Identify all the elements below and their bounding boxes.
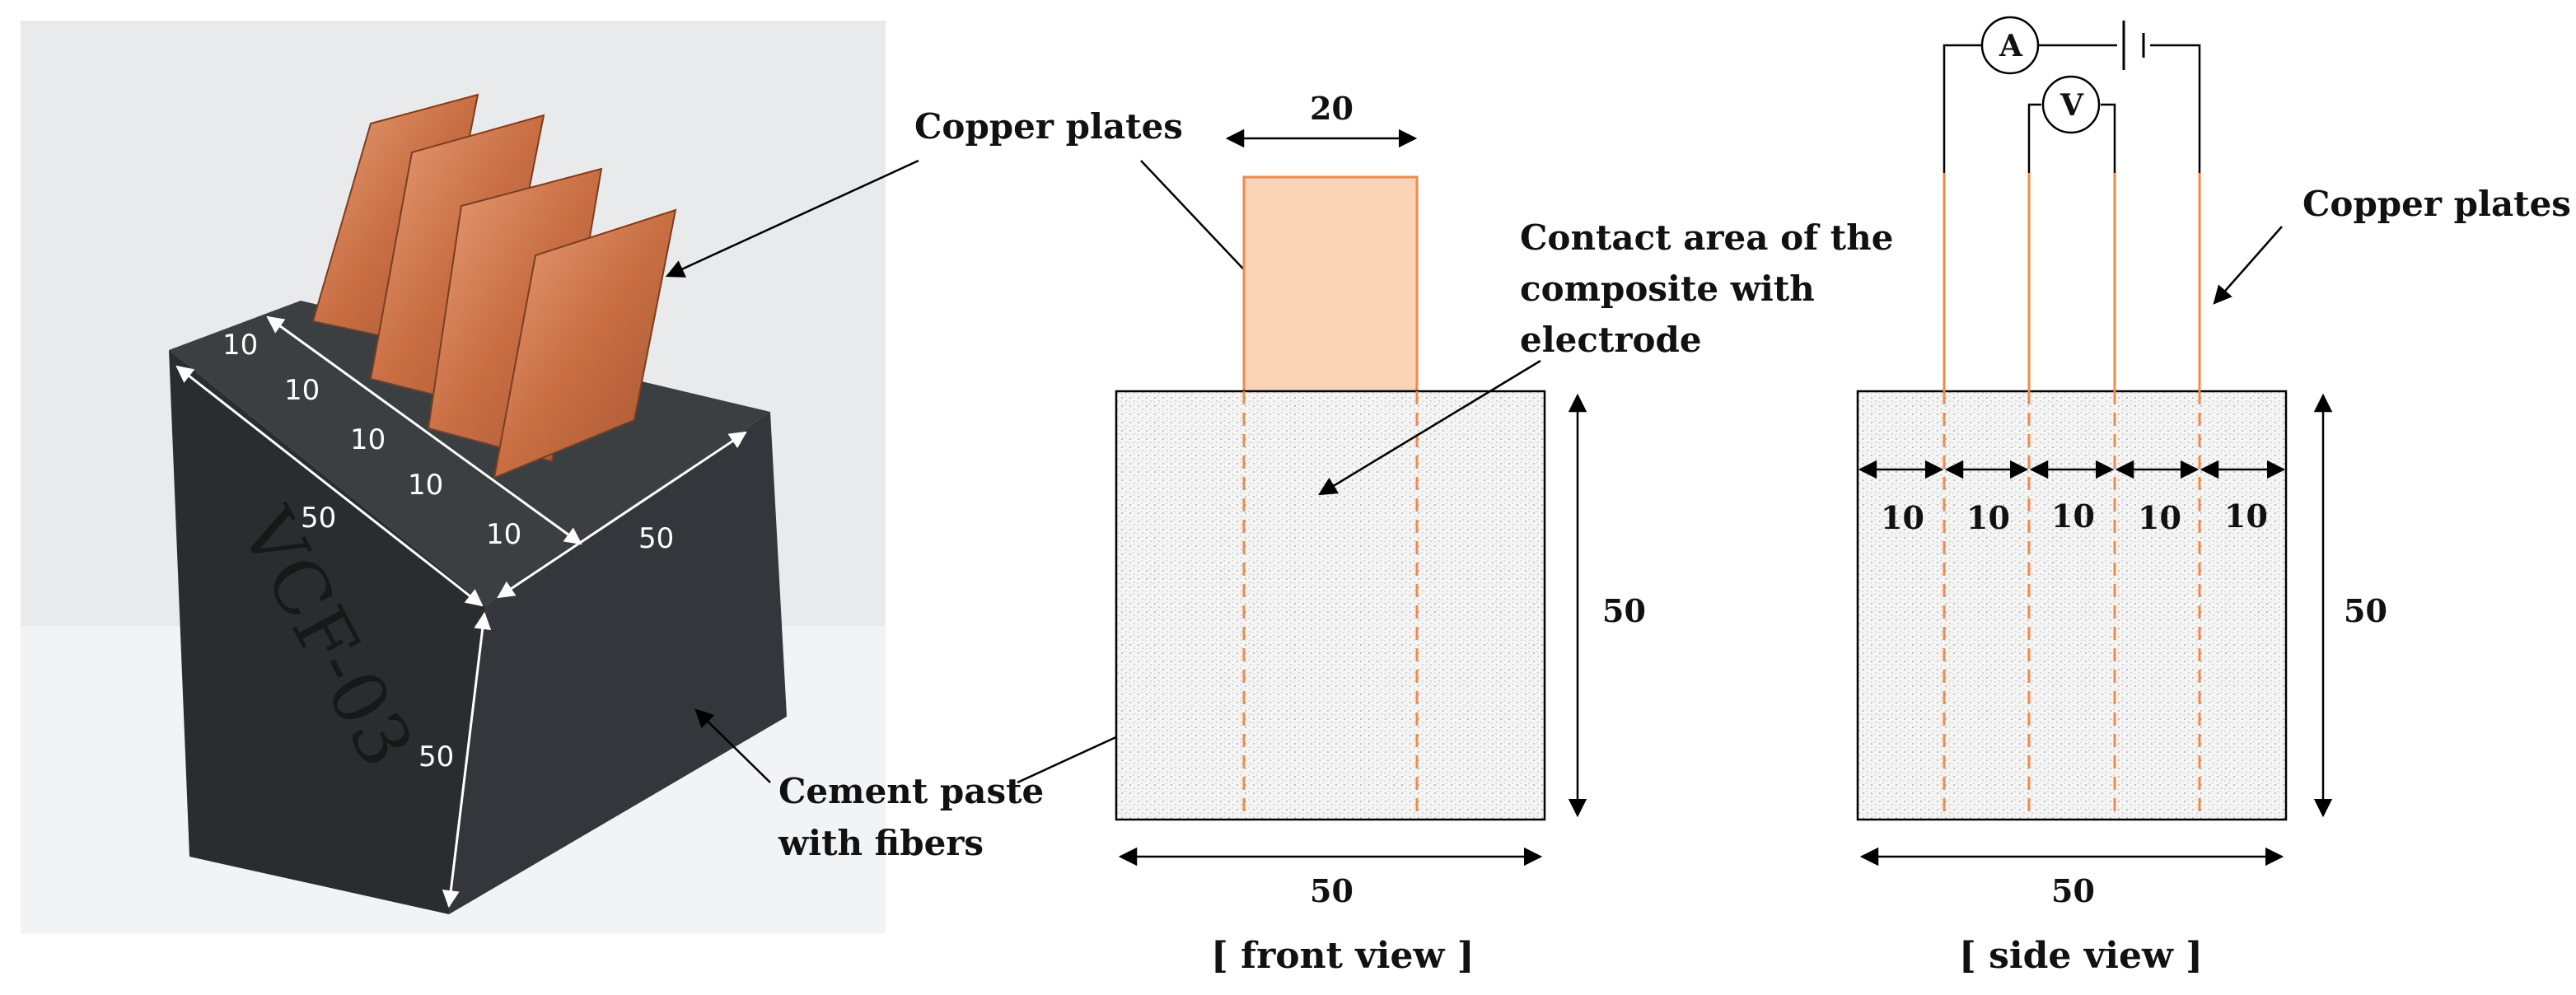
side-spacing-4: 10 [2138, 499, 2181, 536]
side-spacing-3: 10 [2051, 498, 2095, 535]
photo-dim-10-1: 10 [222, 329, 258, 362]
front-block [1115, 390, 1546, 821]
leader-copper-side [2213, 226, 2283, 305]
photo-dim-10-5: 10 [486, 518, 521, 551]
photo-dim-50-left: 50 [301, 502, 336, 535]
ammeter-icon [1980, 16, 2040, 75]
specimen-photo: VCF-03 10 10 10 10 10 50 50 50 [21, 21, 886, 933]
label-copper-plates-left: Copper plates [914, 106, 1183, 147]
front-view-caption: [ front view ] [1211, 935, 1475, 977]
label-copper-plates-right: Copper plates [2303, 184, 2571, 224]
circuit-inner-wire [2027, 103, 2041, 173]
voltmeter-label: V [2059, 88, 2084, 123]
front-height-label: 50 [1602, 592, 1646, 629]
side-block [1856, 390, 2288, 821]
front-view: 20 50 50 [ front view ] [1115, 90, 1646, 977]
photo-dim-50-vertical: 50 [418, 740, 454, 773]
front-plate-width-label: 20 [1310, 90, 1353, 127]
ammeter-label: A [1999, 29, 2023, 63]
voltmeter-icon [2041, 75, 2101, 134]
label-contact-area-1: Contact area of the [1520, 217, 1893, 258]
side-view-caption: [ side view ] [1959, 935, 2203, 977]
circuit-outer-wire [1943, 44, 1981, 173]
label-cement-paste-1: Cement paste [778, 771, 1044, 811]
label-contact-area-3: electrode [1520, 320, 1702, 360]
side-height-label: 50 [2344, 592, 2387, 629]
front-copper-plate [1242, 175, 1419, 393]
side-width-label: 50 [2051, 872, 2095, 909]
label-contact-area-2: composite with [1520, 269, 1815, 309]
photo-dim-50-right: 50 [638, 522, 674, 555]
side-spacing-1: 10 [1881, 499, 1924, 536]
front-width-label: 50 [1310, 872, 1353, 909]
side-view: A V 10 10 10 10 10 50 50 [ side view ] [1856, 16, 2387, 977]
photo-dim-10-3: 10 [350, 423, 386, 456]
leader-contact-area [1318, 359, 1541, 496]
leader-cement-photo [694, 708, 771, 783]
leader-copper-photo [665, 159, 919, 278]
photo-dim-10-4: 10 [408, 469, 443, 502]
side-spacing-2: 10 [1966, 499, 2010, 536]
photo-dim-10-2: 10 [284, 374, 320, 407]
side-spacing-5: 10 [2224, 498, 2268, 535]
label-cement-paste-2: with fibers [778, 823, 984, 863]
